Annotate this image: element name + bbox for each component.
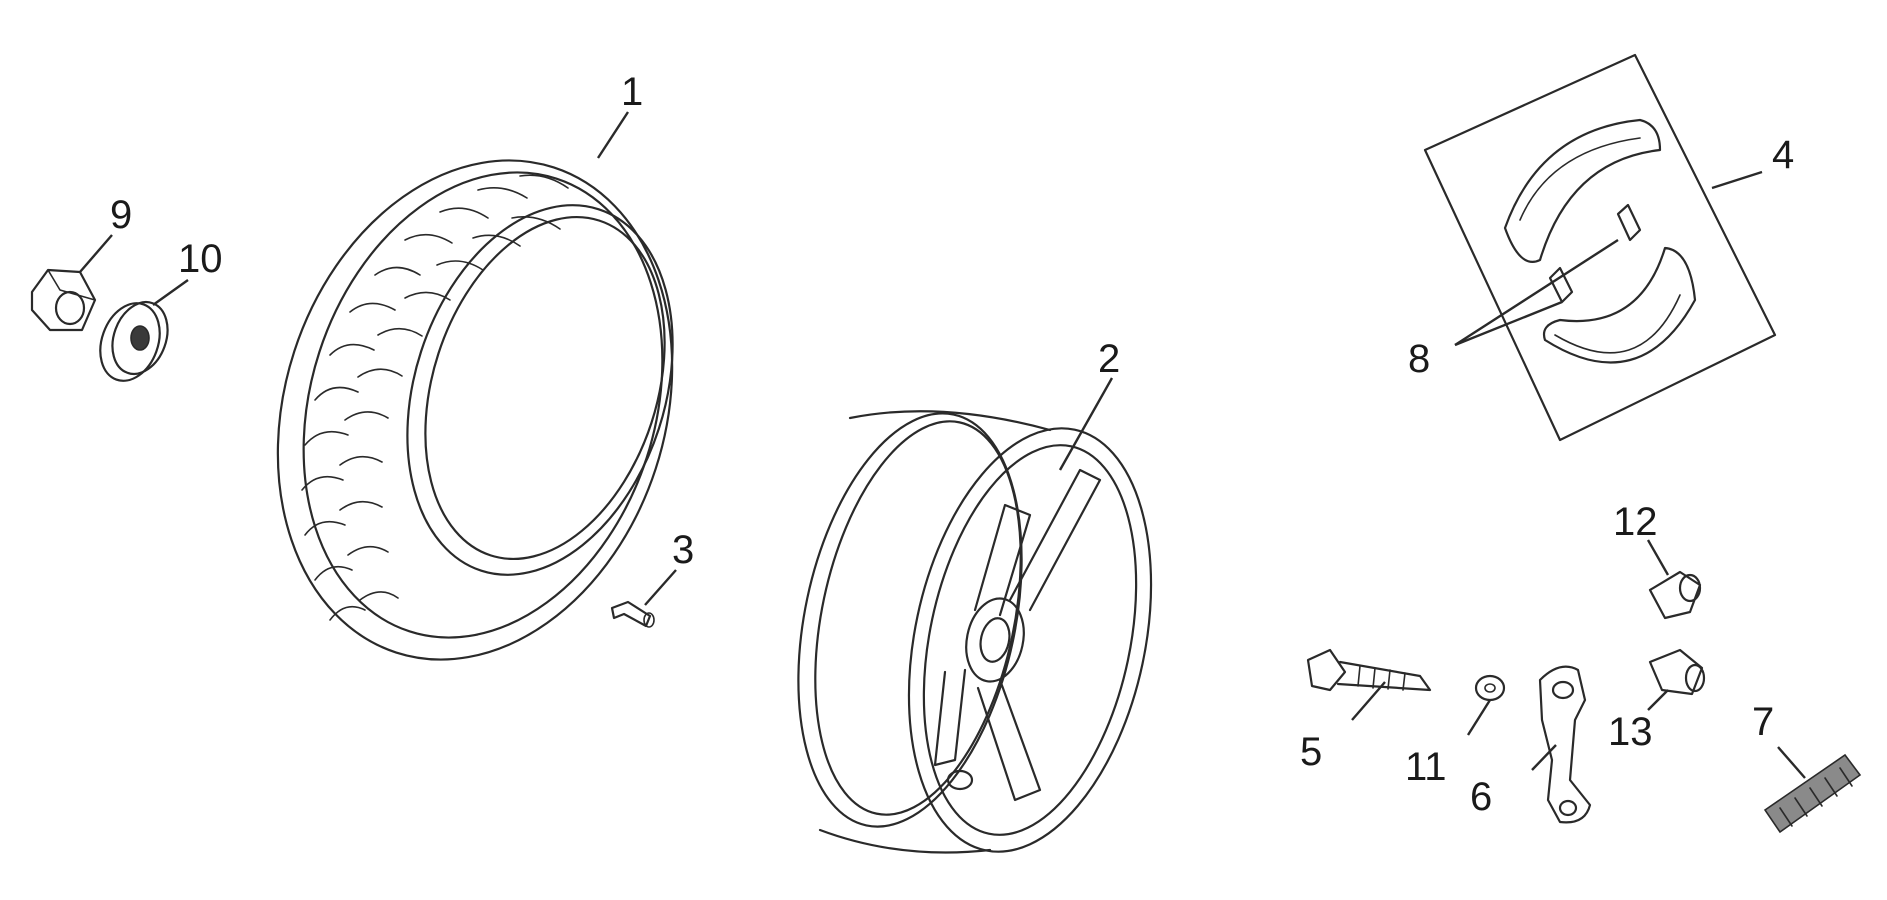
callout-1: 1 bbox=[621, 70, 643, 114]
callout-12: 12 bbox=[1613, 500, 1658, 544]
callout-11: 11 bbox=[1405, 745, 1447, 789]
callout-2: 2 bbox=[1098, 337, 1120, 381]
callout-6: 6 bbox=[1470, 775, 1492, 819]
nut-drawing bbox=[30, 268, 97, 332]
callout-3: 3 bbox=[672, 528, 694, 572]
valve-drawing bbox=[610, 600, 655, 628]
callout-4: 4 bbox=[1772, 133, 1794, 177]
leader-lines bbox=[79, 111, 1806, 779]
brake-arm-drawing bbox=[1538, 665, 1592, 824]
brake-shoe-set-drawing bbox=[1423, 53, 1777, 442]
spring-drawing bbox=[1763, 753, 1862, 834]
cap-12-drawing bbox=[1648, 570, 1702, 620]
callout-8: 8 bbox=[1408, 337, 1430, 381]
callout-numbers: 1 2 3 4 5 6 7 8 9 10 11 12 13 bbox=[110, 70, 1794, 819]
collar-drawing bbox=[99, 301, 169, 382]
tire-drawing bbox=[276, 159, 674, 661]
cap-13-drawing bbox=[1648, 648, 1706, 696]
callout-10: 10 bbox=[178, 237, 223, 281]
bolt-drawing bbox=[1306, 648, 1432, 692]
callout-5: 5 bbox=[1300, 730, 1322, 774]
washer-drawing bbox=[1474, 674, 1506, 702]
callout-9: 9 bbox=[110, 193, 132, 237]
callout-13: 13 bbox=[1608, 710, 1653, 754]
wheel-rim-drawing bbox=[797, 410, 1153, 854]
callout-7: 7 bbox=[1752, 700, 1774, 744]
